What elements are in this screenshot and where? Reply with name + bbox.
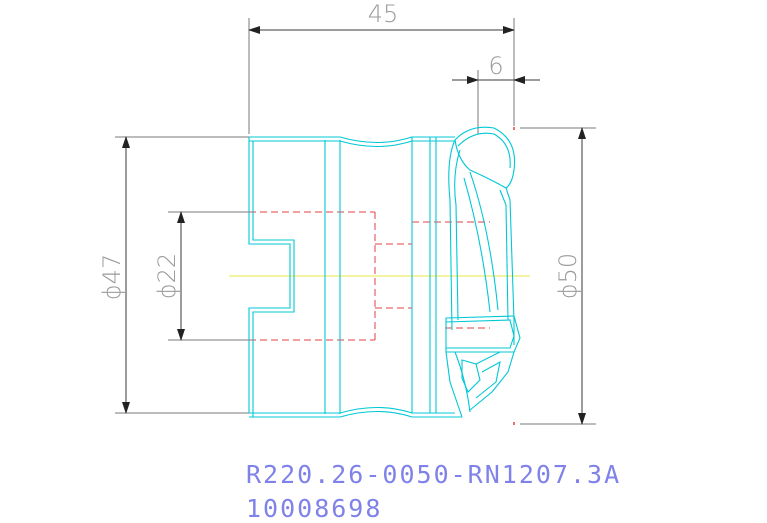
dimension-phi22-label: ϕ22 [153, 253, 181, 299]
dimension-insert-width: 6 [452, 52, 540, 134]
dimension-overall-length: 45 [248, 0, 515, 134]
dimension-6-label: 6 [488, 52, 503, 80]
dimension-45-label: 45 [368, 0, 399, 28]
dimension-phi50-label: ϕ50 [554, 253, 582, 299]
dimension-shank-diameter: ϕ47 [98, 136, 249, 414]
part-item-number: 10008698 [246, 494, 383, 523]
dimension-phi47-label: ϕ47 [98, 254, 126, 300]
part-designation: R220.26-0050-RN1207.3A [246, 460, 622, 489]
cutter-body-outline [248, 126, 521, 418]
hidden-lines [249, 211, 490, 341]
dimension-cutting-diameter: ϕ50 [513, 127, 596, 425]
dimension-bore-diameter: ϕ22 [153, 211, 249, 341]
